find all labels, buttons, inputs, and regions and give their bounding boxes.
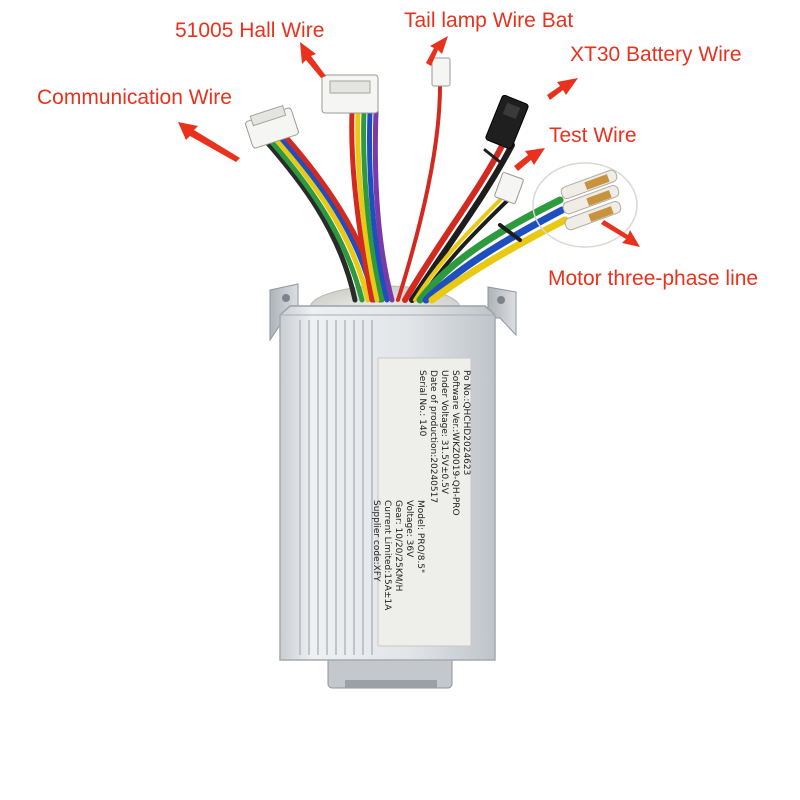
wire-bundle bbox=[262, 84, 569, 304]
arrow-communication bbox=[178, 122, 240, 162]
arrow-test bbox=[514, 148, 545, 171]
callout-motor-three-phase-line: Motor three-phase line bbox=[548, 267, 759, 290]
label-line: Voltage: 36V bbox=[404, 500, 414, 558]
label-line: Under Voltage: 31.5V±0.5V bbox=[439, 370, 449, 494]
callout-test-wire: Test Wire bbox=[549, 124, 637, 147]
arrow-battery bbox=[547, 78, 578, 100]
callout-arrows bbox=[178, 36, 640, 247]
label-line: Serial No.: 140 bbox=[417, 370, 427, 437]
product-label bbox=[377, 357, 472, 647]
callout-tail-lamp-wire: Tail lamp Wire Bat bbox=[404, 9, 574, 32]
label-line: Supplier code:XFY bbox=[371, 500, 381, 582]
arrow-motor bbox=[601, 220, 640, 247]
tail-lamp-connector bbox=[431, 57, 451, 87]
case-ribs bbox=[299, 320, 373, 655]
test-wire-connector bbox=[494, 172, 524, 204]
hall-connector bbox=[321, 74, 379, 114]
label-line: Date of production:20240517 bbox=[428, 370, 438, 504]
label-line: Software Ver.:WKZ0019-QH-PRO bbox=[450, 370, 460, 516]
callout-xt30-battery-wire: XT30 Battery Wire bbox=[570, 43, 742, 66]
callout-hall-wire: 51005 Hall Wire bbox=[175, 19, 325, 42]
arrow-tail-lamp bbox=[426, 36, 448, 66]
arrow-hall bbox=[300, 42, 326, 78]
xt30-battery-connector bbox=[485, 94, 529, 150]
label-line: Gear: 10/20/25KM/H bbox=[393, 500, 403, 592]
label-line: Current Limited:15A±1A bbox=[382, 500, 392, 611]
communication-connector bbox=[245, 104, 299, 149]
label-line: Model: PRO/8.5" bbox=[415, 500, 425, 574]
motor-phase-connectors bbox=[532, 162, 638, 248]
callout-communication-wire: Communication Wire bbox=[37, 86, 232, 109]
label-line: Po No.:QHCHD2024623 bbox=[461, 370, 471, 476]
